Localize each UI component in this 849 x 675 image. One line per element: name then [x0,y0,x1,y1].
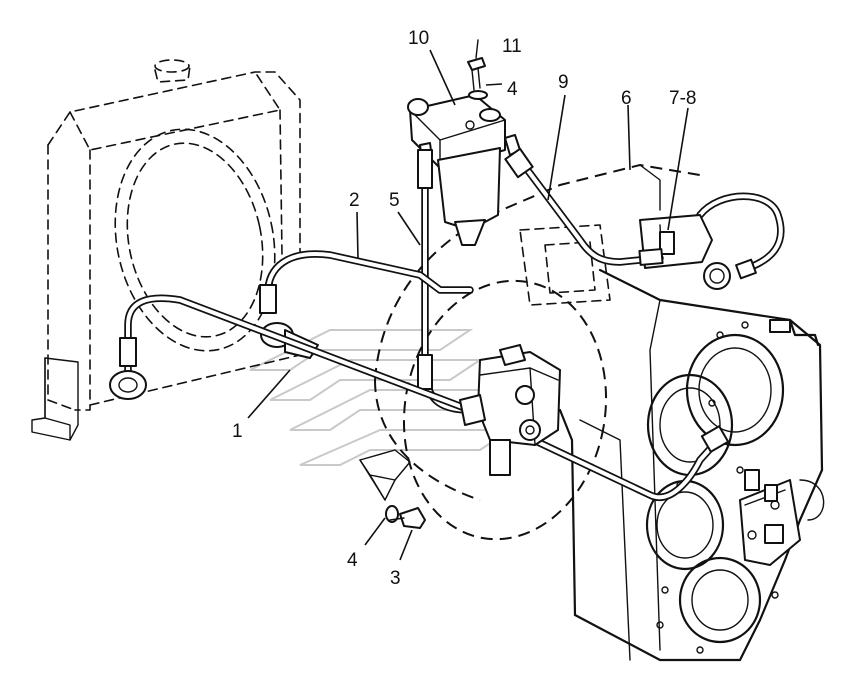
transmission-housing [374,163,824,662]
bolt-11 [467,57,486,91]
radiator-outline [47,59,301,411]
callout-7-8: 7-8 [669,88,696,109]
callout-6: 6 [621,88,632,109]
callout-1: 1 [232,421,243,442]
mount-bracket-lower [359,449,411,501]
callout-11: 11 [502,36,522,57]
line-9 [504,147,664,266]
radiator-mount-bracket [31,357,79,441]
filter-10 [407,94,521,246]
control-valve-block [739,469,825,566]
central-valve-body [459,344,561,476]
callout-4-lower: 4 [347,550,358,571]
line-6-upper-loop [696,192,785,272]
washer-4-upper [468,90,488,100]
callout-3: 3 [390,568,401,589]
callout-2: 2 [349,190,360,211]
callout-4-upper: 4 [507,79,518,100]
callout-5: 5 [389,190,400,211]
leader-lines [247,39,689,561]
washer-4-lower [385,505,399,523]
callout-10: 10 [408,28,429,49]
bolt-3 [389,507,426,529]
callout-9: 9 [558,72,569,93]
